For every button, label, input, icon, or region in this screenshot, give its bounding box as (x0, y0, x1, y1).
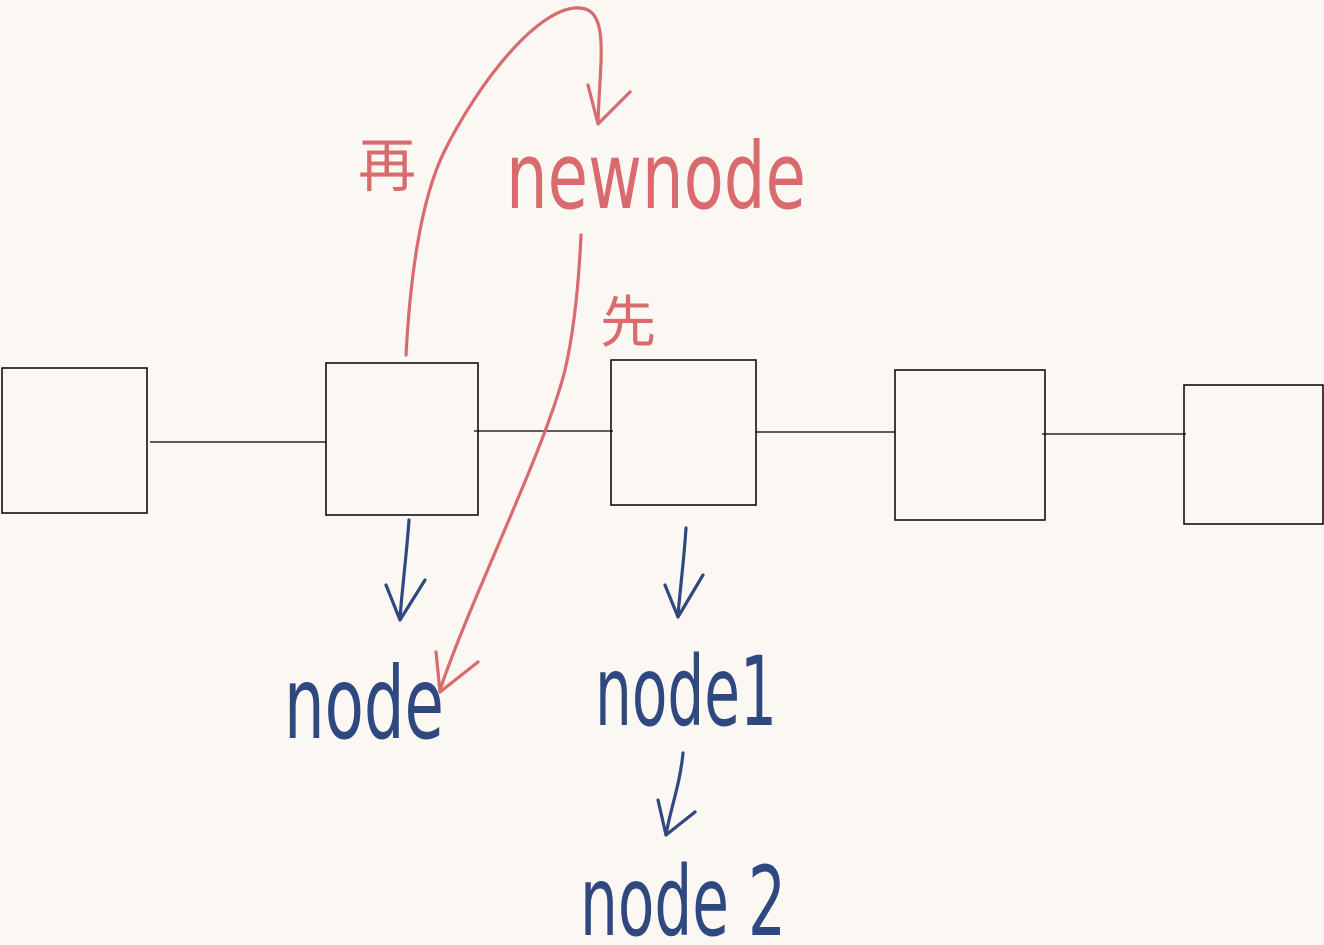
list-box-4 (894, 369, 1046, 521)
list-box-node1 (610, 359, 757, 506)
arrow-box-to-node1 (663, 526, 705, 619)
step-then-label: 再 (358, 132, 416, 200)
arrow-first-head (434, 650, 480, 694)
node-label: node (284, 645, 444, 762)
arrow-then-curve (404, 6, 603, 357)
list-box-node (325, 362, 479, 516)
arrow-first-curve (438, 233, 583, 692)
node2-label: node 2 (580, 846, 786, 945)
step-first-label: 先 (600, 291, 656, 356)
list-box-1 (1, 367, 148, 514)
list-box-5 (1183, 384, 1324, 525)
arrow-then-head (586, 83, 632, 126)
newnode-label: newnode (506, 123, 806, 230)
arrow-node1-to-node2 (656, 751, 697, 837)
arrow-box-to-node (384, 518, 427, 622)
node1-label: node1 (595, 636, 777, 748)
